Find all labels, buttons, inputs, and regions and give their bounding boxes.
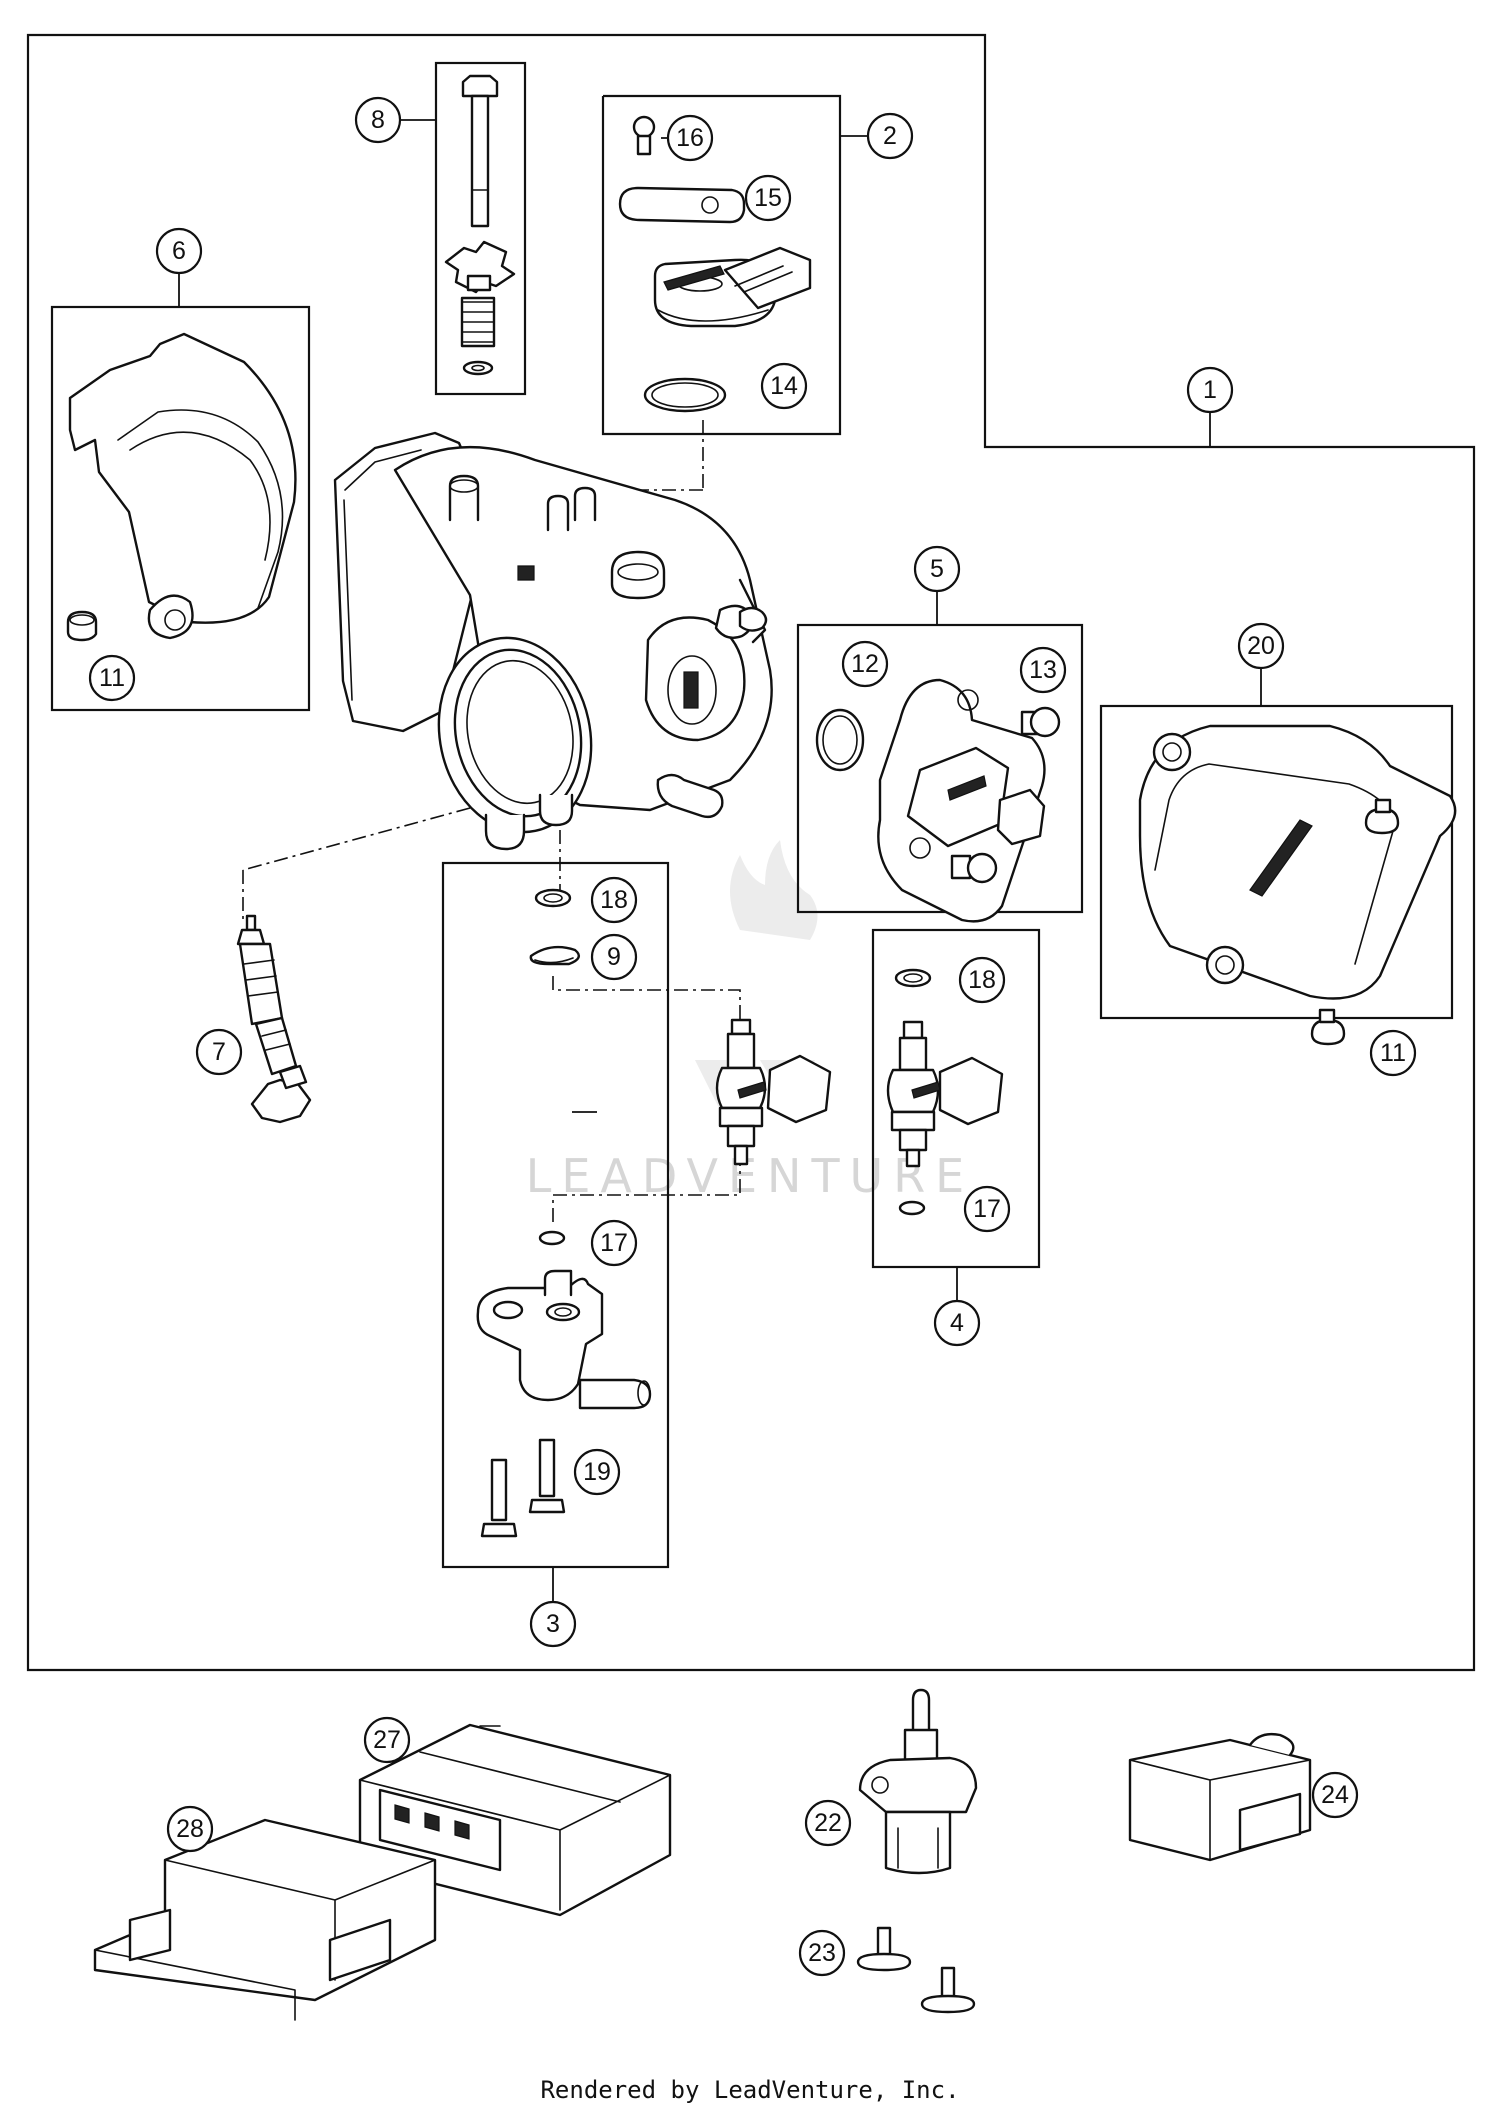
callout-18a: 18 (590, 876, 638, 924)
callout-19: 19 (573, 1448, 621, 1496)
box-injector-holder (441, 861, 741, 1603)
map-sensor-22 (858, 1688, 978, 1875)
screws-23 (856, 1926, 976, 2014)
svg-text:2: 2 (883, 122, 897, 150)
svg-text:12: 12 (851, 650, 879, 678)
svg-text:28: 28 (176, 1815, 204, 1843)
callout-15: 15 (744, 174, 792, 222)
callout-1: 1 (1186, 366, 1234, 414)
callout-4: 4 (933, 1299, 981, 1347)
connector-24 (1128, 1732, 1312, 1862)
callout-24: 24 (1311, 1771, 1359, 1819)
throttle-body (333, 431, 773, 851)
svg-text:20: 20 (1247, 632, 1275, 660)
svg-text:19: 19 (583, 1458, 611, 1486)
callout-6: 6 (155, 227, 203, 275)
svg-text:6: 6 (172, 237, 186, 265)
callout-23: 23 (798, 1929, 846, 1977)
svg-text:14: 14 (770, 372, 798, 400)
callout-11a: 11 (88, 654, 136, 702)
box-cover (50, 271, 311, 712)
svg-text:13: 13 (1029, 656, 1057, 684)
box-injector (871, 928, 1041, 1302)
svg-text:22: 22 (814, 1809, 842, 1837)
svg-text:7: 7 (212, 1038, 226, 1066)
callout-16: 16 (666, 114, 714, 162)
callout-17b: 17 (963, 1185, 1011, 1233)
svg-text:15: 15 (754, 184, 782, 212)
svg-text:11: 11 (99, 664, 125, 692)
callout-17a: 17 (590, 1219, 638, 1267)
footer-credit: Rendered by LeadVenture, Inc. (540, 2076, 960, 2104)
callout-9: 9 (590, 933, 638, 981)
callout-3: 3 (529, 1600, 577, 1648)
callout-22: 22 (804, 1799, 852, 1847)
callout-28: 28 (166, 1805, 214, 1853)
callout-20: 20 (1237, 622, 1285, 670)
svg-text:11: 11 (1380, 1039, 1406, 1067)
assembly-frame (26, 33, 1476, 1672)
svg-text:9: 9 (607, 943, 621, 971)
box-tps-sensor (796, 589, 1084, 923)
svg-text:23: 23 (808, 1939, 836, 1967)
callout-14: 14 (760, 362, 808, 410)
svg-text:17: 17 (973, 1195, 1001, 1223)
temperature-sensor (236, 914, 312, 1124)
callout-5: 5 (913, 545, 961, 593)
box-tps-set (601, 94, 868, 538)
svg-text:18: 18 (968, 966, 996, 994)
callout-8: 8 (354, 96, 402, 144)
box-tps-cover (1099, 667, 1457, 1046)
svg-text:17: 17 (600, 1229, 628, 1257)
callout-7: 7 (195, 1028, 243, 1076)
callout-11b: 11 (1369, 1029, 1417, 1077)
svg-text:4: 4 (950, 1309, 964, 1337)
svg-text:16: 16 (676, 124, 704, 152)
fuel-injector-main (715, 1018, 832, 1166)
callout-13: 13 (1019, 646, 1067, 694)
svg-text:27: 27 (373, 1726, 401, 1754)
ecu-28 (93, 1818, 437, 2021)
ecu-27 (358, 1723, 672, 1917)
callout-12: 12 (841, 640, 889, 688)
callout-27: 27 (363, 1716, 411, 1764)
svg-text:18: 18 (600, 886, 628, 914)
box-idle-screw (398, 61, 527, 396)
svg-text:5: 5 (930, 555, 944, 583)
svg-text:1: 1 (1203, 376, 1217, 404)
callout-18b: 18 (958, 956, 1006, 1004)
svg-text:3: 3 (546, 1610, 560, 1638)
svg-text:24: 24 (1321, 1781, 1349, 1809)
svg-text:8: 8 (371, 106, 385, 134)
callout-2: 2 (866, 112, 914, 160)
